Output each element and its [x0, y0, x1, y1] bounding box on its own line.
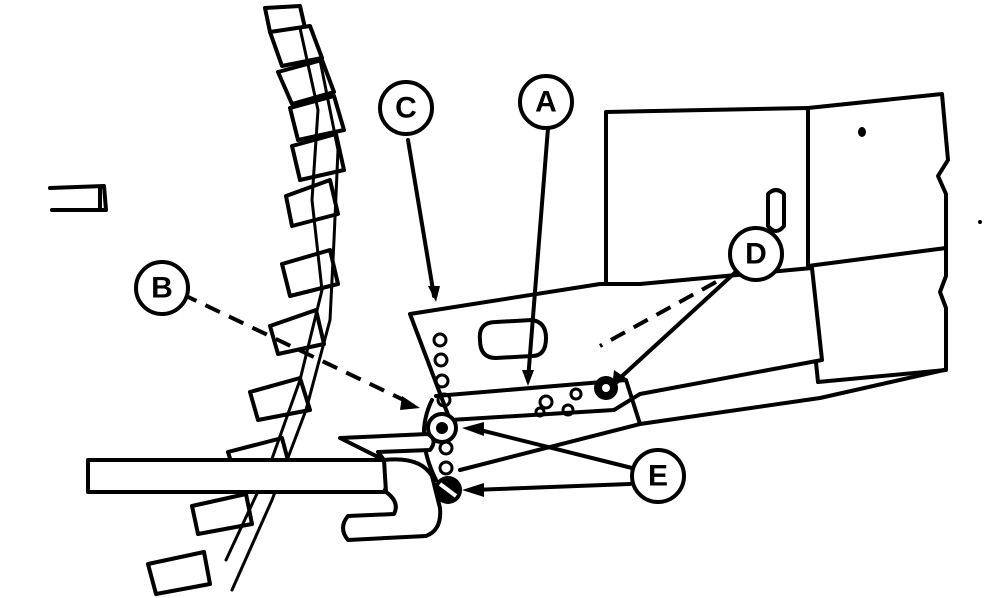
adjustment-slot: [766, 188, 786, 233]
callout-d: D: [728, 226, 784, 282]
callout-c: C: [378, 80, 434, 136]
horizontal-bar: [86, 432, 443, 542]
callout-e-label: E: [648, 460, 668, 493]
auger-flighting: [146, 4, 346, 596]
plate-slot: [477, 318, 548, 360]
callout-b-label: B: [151, 272, 173, 305]
upper-housing: [604, 92, 950, 384]
callout-b: B: [134, 260, 190, 316]
callout-c-label: C: [395, 92, 417, 125]
leader-lines: [181, 126, 742, 497]
callout-a: A: [518, 74, 574, 130]
small-bracket: [48, 184, 108, 212]
callout-a-label: A: [535, 86, 557, 119]
callout-e: E: [630, 448, 686, 504]
speck: [978, 220, 982, 224]
callout-d-label: D: [745, 238, 767, 271]
housing-hole: [858, 127, 866, 137]
